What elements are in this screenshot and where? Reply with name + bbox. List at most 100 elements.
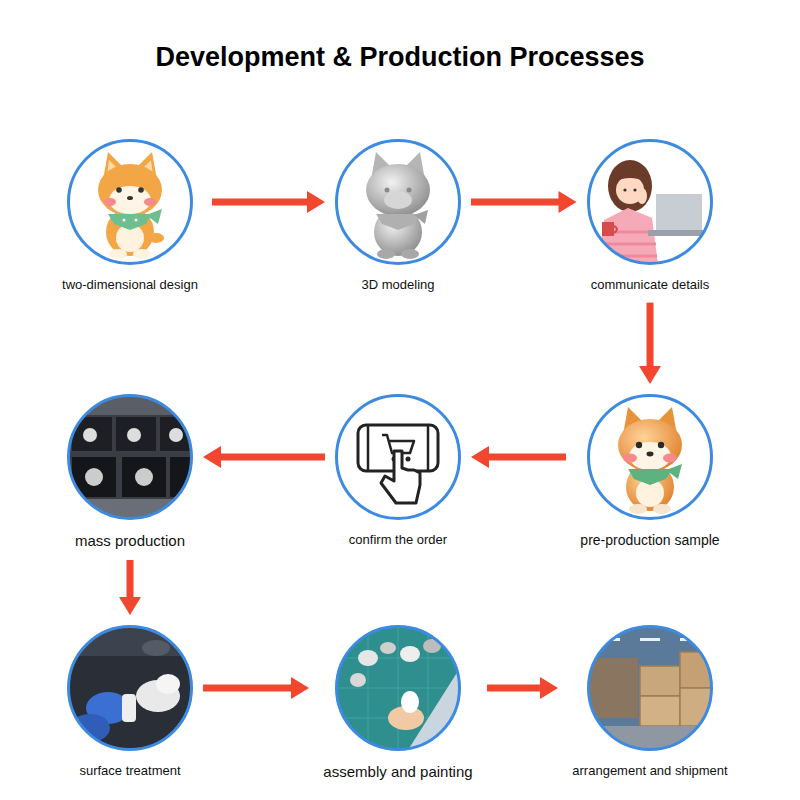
flow-arrow — [639, 303, 661, 384]
factory-photo — [68, 395, 200, 519]
factory-photo-part-part — [68, 395, 192, 415]
sample-drawing-part-part — [653, 504, 671, 514]
warehouse-photo-part-part — [588, 658, 638, 718]
sample-drawing-part-part — [636, 442, 642, 448]
sample-drawing-part-part — [658, 442, 664, 448]
woman-drawing-part-part — [633, 188, 636, 191]
sample-drawing-part-part — [663, 454, 677, 463]
step-caption: two-dimensional design — [58, 277, 202, 293]
assembly-photo — [336, 626, 460, 750]
assembly-photo-part-part — [336, 626, 460, 750]
treatment-photo-part-part — [68, 626, 192, 750]
flow-arrow — [487, 677, 558, 699]
process-step: confirm the order — [335, 394, 461, 548]
factory-photo-part-part — [72, 457, 116, 497]
step-circle — [587, 625, 713, 751]
step-circle — [67, 625, 193, 751]
arrow-shaft — [217, 454, 325, 461]
flow-arrow — [471, 191, 577, 213]
step-caption: communicate details — [587, 277, 714, 293]
woman-drawing-part-part — [623, 188, 626, 191]
sample-drawing-part-part — [647, 452, 654, 457]
order-icon-part-part — [427, 425, 430, 471]
order-icon-part-part — [336, 395, 460, 519]
process-step: two-dimensional design — [58, 139, 202, 293]
step-caption: pre-production sample — [576, 532, 724, 549]
assembly-photo-part-part — [350, 673, 366, 687]
arrow-shaft — [647, 303, 654, 370]
flow-arrow — [212, 191, 325, 213]
factory-photo-part-part — [83, 428, 97, 442]
factory-photo-part-part — [169, 428, 183, 442]
woman-drawing-part-part — [614, 174, 646, 182]
step-circle — [67, 139, 193, 265]
arrow-shaft — [485, 454, 566, 461]
warehouse-photo-part — [588, 626, 714, 750]
model-drawing-part-part — [414, 210, 428, 224]
shiba-drawing — [68, 140, 192, 264]
step-caption: arrangement and shipment — [568, 763, 732, 779]
step-circle — [587, 139, 713, 265]
model-drawing-part-part — [385, 188, 390, 193]
model-drawing-part-part — [376, 214, 420, 230]
woman-drawing-part-part — [614, 226, 617, 233]
model-drawing-part-part — [384, 191, 412, 209]
arrow-shaft — [212, 199, 311, 206]
process-step: pre-production sample — [576, 394, 724, 549]
arrow-head — [119, 597, 141, 615]
step-circle — [335, 394, 461, 520]
treatment-photo-part-part — [70, 714, 110, 742]
factory-photo-part-part — [170, 457, 200, 497]
woman-drawing-part-part — [637, 188, 647, 204]
model-drawing-part-part — [401, 249, 419, 259]
process-step: arrangement and shipment — [568, 625, 732, 779]
flow-arrow — [119, 560, 141, 615]
woman-drawing-part-part — [602, 222, 614, 236]
arrow-head — [307, 191, 325, 213]
arrow-shaft — [471, 199, 563, 206]
sample-drawing-part-part — [588, 395, 712, 519]
factory-photo-part-part — [85, 468, 103, 486]
order-icon-part-part — [406, 457, 411, 462]
warehouse-photo-part-part — [640, 638, 660, 641]
warehouse-photo — [588, 626, 714, 750]
order-icon — [336, 395, 460, 519]
step-caption: mass production — [67, 532, 193, 550]
woman-drawing-part — [588, 140, 712, 264]
warehouse-photo-part-part — [640, 666, 680, 696]
factory-photo-part-part — [127, 428, 141, 442]
step-circle — [335, 625, 461, 751]
factory-photo-part-part — [72, 417, 112, 451]
process-step: mass production — [67, 394, 193, 550]
model-drawing-part-part — [336, 140, 460, 264]
flow-arrow — [471, 446, 566, 468]
flow-arrow — [203, 677, 309, 699]
shiba-drawing-part-part — [135, 219, 138, 222]
warehouse-photo-part-part — [680, 638, 700, 641]
treatment-photo-part — [68, 626, 192, 750]
warehouse-photo-part-part — [680, 688, 714, 726]
assembly-photo-part-part — [423, 639, 441, 653]
arrow-head — [559, 191, 577, 213]
woman-drawing — [588, 140, 712, 264]
factory-photo-part-part — [122, 457, 166, 497]
warehouse-photo-part-part — [588, 726, 712, 750]
shiba-drawing-part-part — [109, 186, 151, 214]
model-drawing-part-part — [407, 188, 412, 193]
factory-photo-part-part — [68, 499, 192, 519]
assembly-photo-part-part — [336, 626, 460, 750]
flow-arrow — [203, 446, 325, 468]
arrow-head — [540, 677, 558, 699]
shiba-drawing-part-part — [138, 187, 144, 193]
shiba-drawing-part-part — [68, 140, 192, 264]
shiba-drawing-part-part — [109, 249, 127, 259]
shiba-drawing-part-part — [116, 187, 122, 193]
process-step: assembly and painting — [319, 625, 477, 781]
arrow-head — [203, 446, 221, 468]
factory-photo-part — [68, 395, 200, 519]
order-icon-part-part — [367, 425, 370, 471]
sample-drawing-part-part — [666, 464, 682, 479]
